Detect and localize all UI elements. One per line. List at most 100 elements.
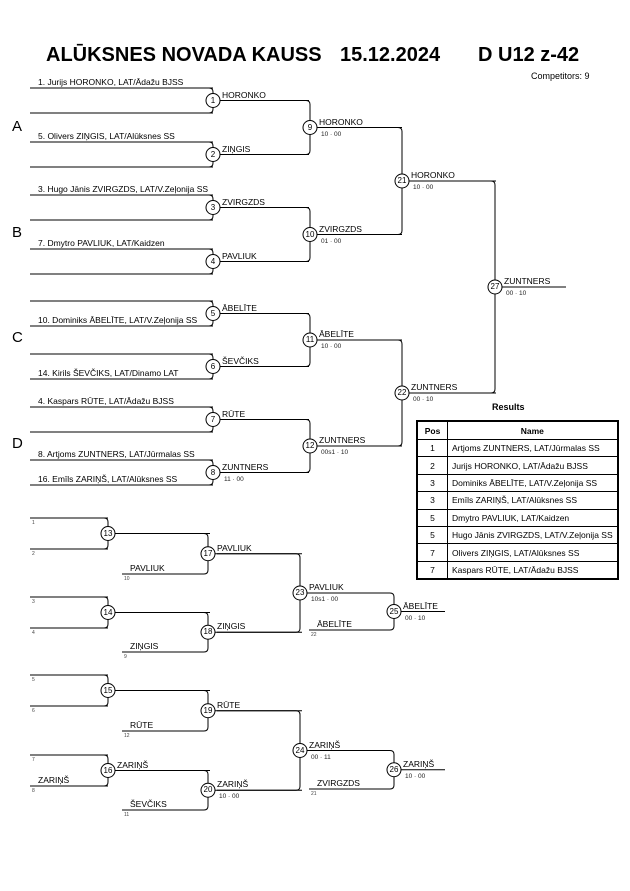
repechage-name: RŪTE bbox=[130, 720, 154, 730]
result-pos: 7 bbox=[416, 543, 448, 562]
match-number: 10 bbox=[305, 229, 315, 239]
pool-label: B bbox=[12, 224, 23, 241]
match-score: 10 · 00 bbox=[405, 772, 426, 780]
repechage-name: ZARIŅŠ bbox=[38, 775, 70, 785]
competitors-count: Competitors: 9 bbox=[531, 71, 590, 81]
competitor-entry: 3. Hugo Jānis ZVIRGZDS, LAT/V.Zeļonija S… bbox=[38, 184, 209, 194]
match-winner: PAVLIUK bbox=[217, 542, 252, 553]
match-score: 10 · 00 bbox=[413, 184, 434, 191]
match-number: 8 bbox=[210, 467, 216, 477]
repechage-name: ŠEVČIKS bbox=[130, 799, 167, 809]
match-winner: ĀBELĪTE bbox=[319, 329, 354, 339]
match-number: 18 bbox=[203, 627, 213, 637]
result-name: Dominiks ĀBELĪTE, LAT/V.Zeļonija SS bbox=[446, 473, 619, 493]
result-name: Emīls ZARIŅŠ, LAT/Alūksnes SS bbox=[446, 491, 619, 510]
results-header-pos: Pos bbox=[416, 420, 448, 440]
repechage-seed: 5 bbox=[32, 677, 35, 683]
event-date: 15.12.2024 bbox=[340, 44, 441, 66]
match-winner: ZVIRGZDS bbox=[222, 196, 265, 207]
match-winner: PAVLIUK bbox=[309, 582, 344, 592]
weight-category: D U12 z-42 bbox=[478, 44, 580, 66]
result-pos: 7 bbox=[416, 560, 448, 580]
match-number: 25 bbox=[389, 606, 399, 616]
result-pos: 2 bbox=[416, 456, 448, 475]
match-number: 1 bbox=[210, 95, 216, 105]
repechage-seed: 1 bbox=[32, 520, 35, 526]
match-score: 00 · 11 bbox=[311, 753, 331, 761]
match-winner: ZARIŅŠ bbox=[309, 739, 341, 750]
match-number: 2 bbox=[210, 149, 216, 159]
result-pos: 5 bbox=[416, 508, 448, 527]
result-name: Artjoms ZUNTNERS, LAT/Jūrmalas SS bbox=[446, 438, 619, 458]
competitor-entry: 16. Emīls ZARIŅŠ, LAT/Alūksnes SS bbox=[38, 474, 178, 484]
repechage-seed: 3 bbox=[32, 599, 35, 605]
match-number: 23 bbox=[295, 588, 305, 597]
match-number: 14 bbox=[103, 607, 113, 617]
competitor-entry: 1. Jurijs HORONKO, LAT/Ādažu BJSS bbox=[38, 77, 184, 87]
repechage-seed: 8 bbox=[32, 788, 35, 794]
match-number: 13 bbox=[103, 528, 113, 538]
competitor-entry: 4. Kaspars RŪTE, LAT/Ādažu BJSS bbox=[38, 396, 174, 406]
result-pos: 5 bbox=[416, 525, 448, 545]
match-winner: HORONKO bbox=[319, 116, 363, 127]
match-number: 26 bbox=[389, 764, 399, 774]
repechage-seed: 12 bbox=[124, 733, 130, 739]
bracket-connector bbox=[30, 406, 214, 433]
match-number: 27 bbox=[490, 282, 500, 291]
bracket-connector bbox=[30, 87, 214, 114]
match-number: 5 bbox=[210, 308, 216, 318]
match-score: 01 · 00 bbox=[321, 237, 342, 245]
pool-label: D bbox=[12, 435, 23, 452]
match-winner: ZIŅGIS bbox=[222, 143, 251, 154]
match-number: 24 bbox=[295, 745, 305, 755]
event-title: ALŪKSNES NOVADA KAUSS bbox=[46, 44, 322, 66]
result-name: Dmytro PAVLIUK, LAT/Kaidzen bbox=[446, 508, 619, 527]
match-number: 21 bbox=[397, 176, 407, 185]
bracket-connector bbox=[319, 127, 403, 235]
match-number: 11 bbox=[305, 335, 315, 344]
repechage-seed: 11 bbox=[124, 812, 130, 818]
results-title: Results bbox=[492, 402, 525, 412]
match-number: 17 bbox=[203, 548, 213, 558]
match-winner: ZARIŅŠ bbox=[117, 759, 149, 770]
bracket-connector bbox=[30, 596, 109, 629]
match-number: 15 bbox=[103, 685, 113, 695]
result-pos: 3 bbox=[416, 491, 448, 510]
bracket-connector bbox=[30, 517, 109, 550]
result-name: Olivers ZIŅGIS, LAT/Alūksnes SS bbox=[446, 543, 619, 562]
competitor-entry: 10. Dominiks ĀBELĪTE, LAT/V.Zeļonija SS bbox=[38, 315, 198, 325]
match-winner: ZIŅGIS bbox=[217, 621, 246, 632]
match-number: 9 bbox=[307, 122, 313, 132]
match-winner: ZUNTNERS bbox=[319, 435, 366, 445]
repechage-name: ZIŅGIS bbox=[130, 641, 159, 651]
bracket-connector bbox=[30, 141, 214, 168]
competitor-entry: 5. Olivers ZIŅGIS, LAT/Alūksnes SS bbox=[38, 131, 175, 141]
match-winner: ZARIŅŠ bbox=[217, 779, 249, 790]
match-winner: RŪTE bbox=[222, 408, 246, 419]
match-winner: RŪTE bbox=[217, 699, 241, 710]
match-score: 00 · 10 bbox=[413, 396, 434, 403]
match-winner: HORONKO bbox=[222, 89, 266, 100]
match-score: 10s1 · 00 bbox=[311, 596, 339, 603]
result-name: Jurijs HORONKO, LAT/Ādažu BJSS bbox=[446, 456, 619, 475]
repechage-name: ZVIRGZDS bbox=[317, 778, 360, 788]
bracket-connector bbox=[30, 194, 214, 221]
bracket-connector bbox=[319, 339, 403, 447]
match-winner: ZUNTNERS bbox=[411, 382, 458, 392]
match-score: 10 · 00 bbox=[321, 130, 342, 138]
repechage-seed: 6 bbox=[32, 708, 35, 714]
match-score: 00s1 · 10 bbox=[321, 449, 349, 456]
match-number: 7 bbox=[210, 414, 216, 424]
match-score: 00 · 10 bbox=[506, 290, 527, 297]
match-winner: PAVLIUK bbox=[222, 250, 257, 261]
pool-label: C bbox=[12, 329, 23, 346]
match-number: 20 bbox=[203, 785, 213, 795]
match-winner: ZVIRGZDS bbox=[319, 223, 362, 234]
